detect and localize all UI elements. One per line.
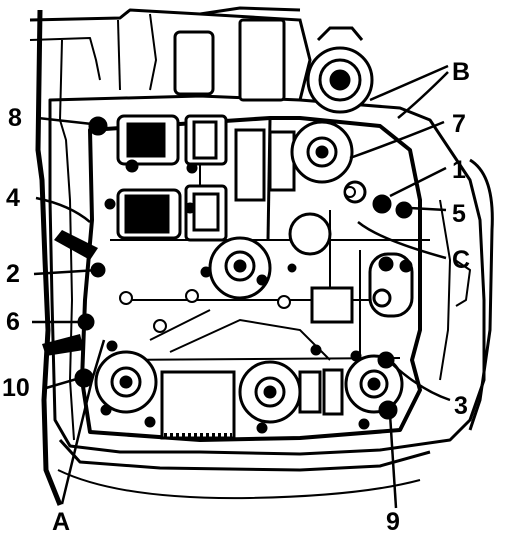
bolts xyxy=(74,116,413,434)
harness-connector xyxy=(149,286,354,440)
leader-lines xyxy=(32,64,451,509)
callout-9: 9 xyxy=(386,508,400,534)
top-components xyxy=(173,12,374,114)
callout-6: 6 xyxy=(6,308,20,336)
holes xyxy=(119,186,356,333)
callout-A: A xyxy=(52,508,70,534)
callout-labels: 8 4 2 6 10 A B 7 1 5 C 3 9 xyxy=(2,58,470,534)
callout-8: 8 xyxy=(8,104,22,132)
accumulator-pistons xyxy=(94,120,414,424)
callout-C: C xyxy=(452,246,470,274)
callout-4: 4 xyxy=(6,184,20,212)
callout-1: 1 xyxy=(452,156,466,184)
callout-7: 7 xyxy=(452,110,466,138)
callout-3: 3 xyxy=(454,392,468,420)
callout-B: B xyxy=(452,58,470,86)
callout-2: 2 xyxy=(6,260,20,288)
locating-tabs xyxy=(42,230,98,356)
callout-5: 5 xyxy=(452,200,466,228)
solenoid-group xyxy=(116,114,296,242)
callout-10: 10 xyxy=(2,374,30,402)
